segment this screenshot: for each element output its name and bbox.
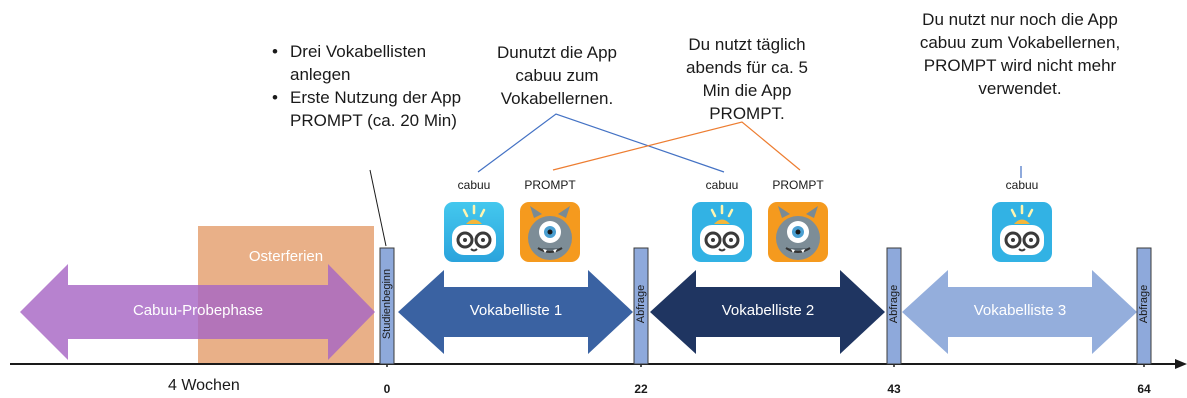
holidays-label: Osterferien xyxy=(248,248,324,265)
cabuu-app-icon xyxy=(444,202,504,262)
cabuu-app-label: cabuu xyxy=(457,178,491,192)
cabuu-app-icon xyxy=(992,202,1052,262)
cabuu-app-label: cabuu xyxy=(705,178,739,192)
prompt-app-icon xyxy=(768,202,828,262)
vocab-list-1-arrow xyxy=(398,270,633,354)
query-label-1: Abfrage xyxy=(635,284,647,324)
cabuu-app-label: cabuu xyxy=(1005,178,1039,192)
setup-note-item: Drei Vokabellisten anlegen xyxy=(272,40,472,86)
vocab-list-2-arrow xyxy=(650,270,885,354)
setup-note-item: Erste Nutzung der App PROMPT (ca. 20 Min… xyxy=(272,86,472,132)
prompt-connector xyxy=(552,121,801,171)
vocab-list-3-label: Vokabelliste 3 xyxy=(973,302,1067,319)
cabuu-app-icon xyxy=(692,202,752,262)
prompt-app-label: PROMPT xyxy=(524,178,576,192)
tick-label-0: 0 xyxy=(383,382,391,396)
tick-label-22: 22 xyxy=(634,382,648,396)
probe-phase-label: Cabuu-Probephase xyxy=(132,302,264,319)
probe-phase-arrow xyxy=(20,264,375,360)
query-label-2: Abfrage xyxy=(888,284,900,324)
tick-label-43: 43 xyxy=(887,382,901,396)
prompt-usage-note: Du nutzt täglich abends für ca. 5 Min di… xyxy=(686,35,808,123)
vocab-list-2-label: Vokabelliste 2 xyxy=(721,302,815,319)
query-marker-2 xyxy=(886,247,902,365)
final-phase-note: Du nutzt nur noch die App cabuu zum Voka… xyxy=(919,10,1121,98)
prompt-app-icon xyxy=(520,202,580,262)
vocab-list-3-arrow xyxy=(902,270,1137,354)
vocab-list-1-label: Vokabelliste 1 xyxy=(469,302,563,319)
setup-notes: Drei Vokabellisten anlegen Erste Nutzung… xyxy=(272,40,472,132)
tick-label-64: 64 xyxy=(1137,382,1151,396)
timeline-arrowhead xyxy=(1175,359,1187,369)
cabuu-usage-note: Dunutzt die App cabuu zum Vokabellernen. xyxy=(496,43,618,108)
query-marker-1 xyxy=(633,247,649,365)
prompt-app-label: PROMPT xyxy=(772,178,824,192)
duration-label: 4 Wochen xyxy=(168,377,240,394)
setup-note-pointer xyxy=(369,169,387,247)
study-start-label: Studienbeginn xyxy=(381,268,393,340)
study-start-marker xyxy=(379,247,395,365)
query-marker-3 xyxy=(1136,247,1152,365)
cabuu-connector xyxy=(477,113,725,173)
query-label-3: Abfrage xyxy=(1138,284,1150,324)
